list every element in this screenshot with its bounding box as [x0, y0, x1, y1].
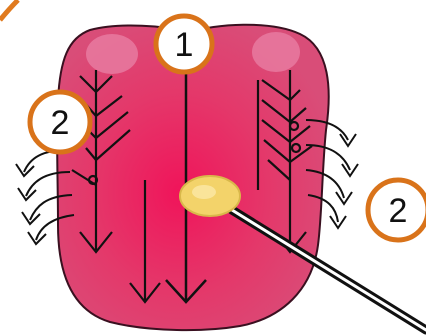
step-marker-2-right: 2: [368, 180, 426, 240]
step-marker-1: 1: [156, 16, 212, 72]
step-marker-label: 1: [175, 26, 194, 64]
papilla-left: [86, 34, 138, 74]
step-marker-label: 2: [389, 192, 408, 230]
papilla-right: [252, 32, 300, 72]
step-marker-label: 2: [51, 104, 70, 142]
step-marker-2-left: 2: [30, 92, 90, 152]
corner-accent: [0, 0, 18, 20]
